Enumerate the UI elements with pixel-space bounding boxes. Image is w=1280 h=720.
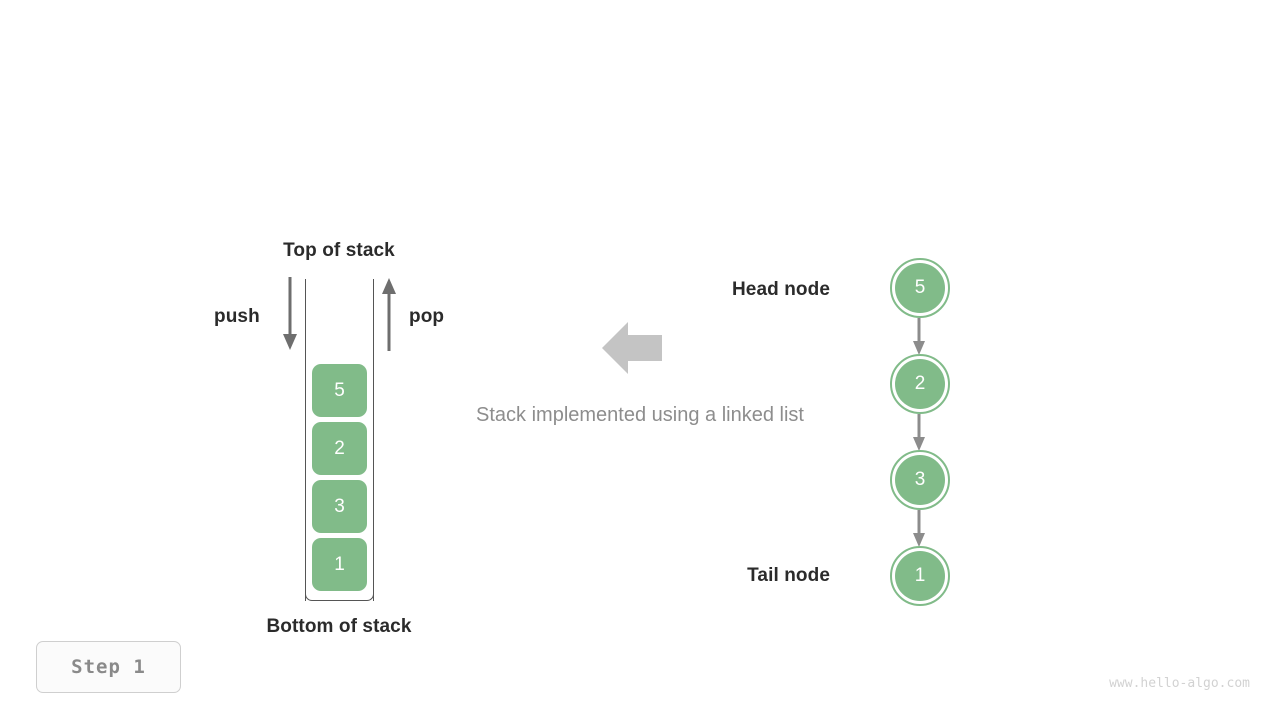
watermark: www.hello-algo.com: [1109, 676, 1250, 691]
stack-container-frame: [305, 279, 374, 601]
linked-list-node-value: 5: [895, 263, 945, 313]
tail-node-label: Tail node: [747, 565, 830, 586]
linked-list-node-value: 3: [895, 455, 945, 505]
stack-cell: 2: [312, 422, 367, 475]
linked-list-node-value: 1: [895, 551, 945, 601]
linked-list-node: 1: [890, 546, 950, 606]
linked-list-node: 5: [890, 258, 950, 318]
push-label: push: [214, 306, 260, 327]
stack-cell: 3: [312, 480, 367, 533]
diagram-caption: Stack implemented using a linked list: [476, 404, 804, 426]
stack-floor: [305, 587, 374, 601]
arrow-left-icon: [602, 322, 662, 374]
stack-cell: 1: [312, 538, 367, 591]
pop-label: pop: [409, 306, 445, 327]
linked-list-link-arrow-icon: [913, 510, 925, 547]
stack-cell: 5: [312, 364, 367, 417]
bottom-of-stack-label: Bottom of stack: [266, 616, 412, 637]
head-node-label: Head node: [731, 279, 830, 300]
linked-list-node: 2: [890, 354, 950, 414]
arrow-up-icon: [382, 278, 396, 351]
top-of-stack-label: Top of stack: [283, 240, 395, 261]
arrow-down-icon: [283, 277, 297, 350]
step-badge: Step 1: [36, 641, 181, 693]
linked-list-link-arrow-icon: [913, 414, 925, 451]
linked-list-node-value: 2: [895, 359, 945, 409]
linked-list-node: 3: [890, 450, 950, 510]
stack-cell-list: 5 2 3 1: [312, 364, 367, 591]
linked-list-link-arrow-icon: [913, 318, 925, 355]
stack-wall-right: [373, 279, 374, 601]
stack-wall-left: [305, 279, 306, 601]
